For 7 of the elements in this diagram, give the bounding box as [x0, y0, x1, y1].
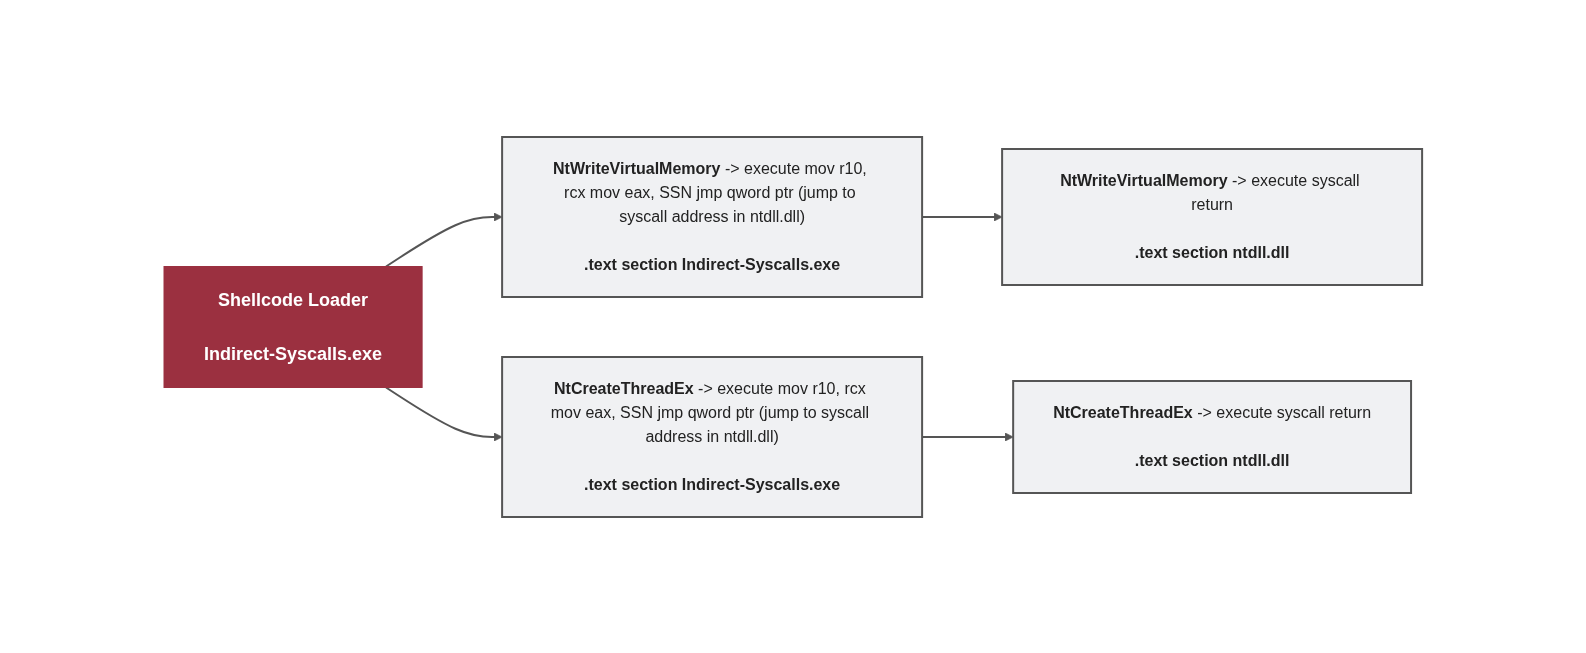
- node-box: NtCreateThreadEx -> execute syscall return .text section ntdll.dll: [1012, 379, 1412, 494]
- node-box: Shellcode Loader Indirect-Syscalls.exe: [163, 265, 423, 388]
- node-box: NtWriteVirtualMemory -> execute syscall return .text section ntdll.dll: [1001, 147, 1424, 286]
- arrow: [384, 386, 503, 441]
- node-box: NtWriteVirtualMemory -> execute mov r10, rcx mov eax, SSN jmp qword ptr (jump to syscall address in ntdll.dll) .text section Indirect-Syscalls.exe: [501, 135, 924, 298]
- node-box: NtCreateThreadEx -> execute mov r10, rcx mov eax, SSN jmp qword ptr (jump to syscall address in ntdll.dll) .text section Indirect-Syscalls.exe: [501, 355, 924, 518]
- arrow: [384, 212, 503, 267]
